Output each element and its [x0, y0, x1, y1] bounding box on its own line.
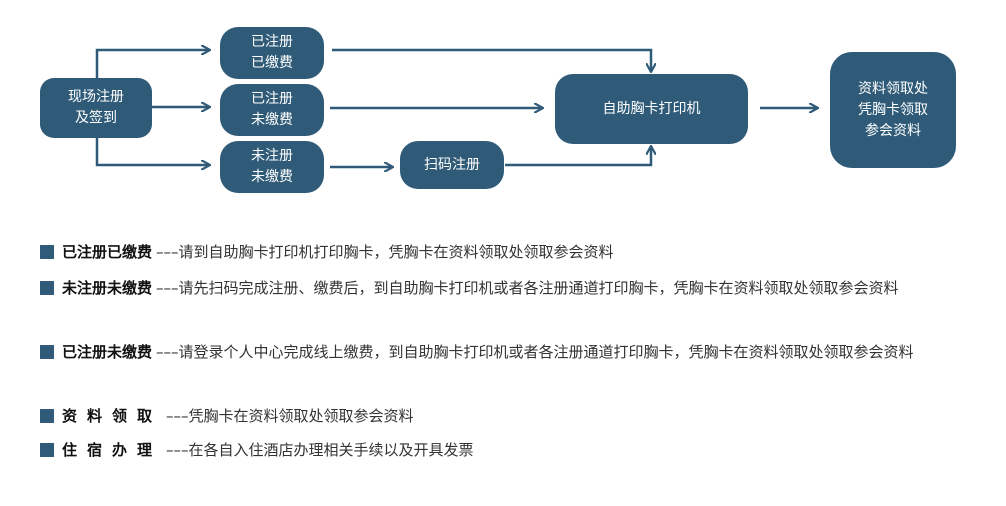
legend-desc: 在各自入住酒店办理相关手续以及开具发票 [188, 441, 474, 459]
flow-arrows [95, 0, 1006, 230]
bullet-square-icon [40, 281, 54, 295]
arrow-onsite-to-unreg-unpaid [95, 135, 210, 165]
legend-item-accommodation: 住宿办理 ––– 在各自入住酒店办理相关手续以及开具发票 [40, 436, 980, 470]
node-onsite-registration: 现场注册 及签到 [40, 78, 152, 138]
bullet-square-icon [40, 409, 54, 423]
legend-item-unregistered-unpaid: 未注册未缴费 ––– 请先扫码完成注册、缴费后，到自助胸卡打印机或者各注册通道打… [40, 274, 980, 338]
node-material-collection: 资料领取处 凭胸卡领取 参会资料 [830, 52, 956, 168]
node-unregistered-unpaid: 未注册 未缴费 [220, 141, 324, 193]
legend-dash: ––– [156, 243, 179, 261]
legend-desc: 请到自助胸卡打印机打印胸卡，凭胸卡在资料领取处领取参会资料 [178, 243, 614, 261]
arrow-reg-paid-to-kiosk [332, 48, 651, 72]
legend-term: 已注册已缴费 [62, 243, 153, 261]
legend-dash: ––– [166, 407, 189, 425]
legend-desc: 凭胸卡在资料领取处领取参会资料 [188, 407, 414, 425]
legend-item-material-collection: 资料领取 ––– 凭胸卡在资料领取处领取参会资料 [40, 402, 980, 436]
legend-term: 已注册未缴费 [62, 343, 153, 361]
legend-term: 住宿办理 [62, 441, 163, 459]
legend-item-registered-unpaid: 已注册未缴费 ––– 请登录个人中心完成线上缴费，到自助胸卡打印机或者各注册通道… [40, 338, 980, 402]
bullet-square-icon [40, 345, 54, 359]
legend-term: 未注册未缴费 [62, 279, 153, 297]
legend-desc: 请登录个人中心完成线上缴费，到自助胸卡打印机或者各注册通道打印胸卡，凭胸卡在资料… [178, 343, 914, 361]
bullet-square-icon [40, 245, 54, 259]
node-self-service-kiosk: 自助胸卡打印机 [555, 74, 748, 144]
legend-dash: ––– [156, 343, 179, 361]
legend-item-registered-paid: 已注册已缴费 ––– 请到自助胸卡打印机打印胸卡，凭胸卡在资料领取处领取参会资料 [40, 238, 980, 274]
node-scan-register: 扫码注册 [400, 141, 504, 189]
node-registered-paid: 已注册 已缴费 [220, 27, 324, 79]
legend-dash: ––– [166, 441, 189, 459]
legend-term: 资料领取 [62, 407, 163, 425]
bullet-square-icon [40, 443, 54, 457]
legend: 已注册已缴费 ––– 请到自助胸卡打印机打印胸卡，凭胸卡在资料领取处领取参会资料… [40, 238, 980, 470]
arrow-onsite-to-reg-paid [95, 50, 210, 80]
node-registered-unpaid: 已注册 未缴费 [220, 84, 324, 136]
legend-dash: ––– [156, 279, 179, 297]
arrow-scan-to-kiosk [505, 146, 651, 167]
legend-desc: 请先扫码完成注册、缴费后，到自助胸卡打印机或者各注册通道打印胸卡，凭胸卡在资料领… [178, 279, 899, 297]
